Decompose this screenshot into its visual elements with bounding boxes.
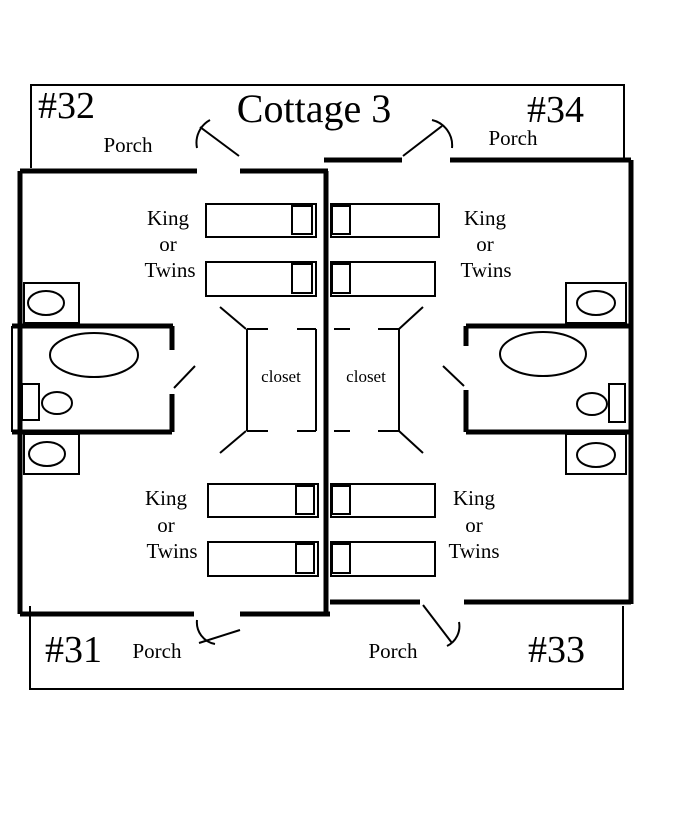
tub-icon: [499, 331, 587, 377]
bed-label-line: or: [159, 232, 177, 256]
tub-icon: [49, 332, 139, 378]
toilet-icon: [41, 391, 73, 415]
porch-label-33: Porch: [369, 639, 418, 663]
porch-label-34: Porch: [489, 126, 538, 150]
bed-label-line: Twins: [448, 539, 499, 563]
closet-left: [219, 306, 317, 454]
sink-basin-icon: [28, 441, 66, 467]
bed-label-33: King or Twins: [448, 486, 499, 563]
exterior-walls: [17, 157, 634, 617]
bed-label-32: King or Twins: [144, 206, 195, 282]
pillow-icon: [331, 485, 351, 515]
closet-label-right: closet: [346, 367, 386, 386]
bed-label-line: Twins: [144, 258, 195, 282]
bed-label-line: or: [157, 513, 175, 537]
sink-basin-icon: [576, 442, 616, 468]
bed-label-line: King: [464, 206, 507, 230]
cottage-title: Cottage 3: [237, 86, 391, 131]
closet-right: [334, 306, 424, 454]
unit-number-31: #31: [45, 629, 102, 671]
beds: [205, 203, 440, 577]
bed-label-line: Twins: [460, 258, 511, 282]
bed-label-line: King: [453, 486, 496, 510]
pillow-icon: [331, 543, 351, 574]
toilet-tank-icon: [608, 383, 626, 423]
pillow-icon: [291, 263, 313, 294]
sink-basin-icon: [27, 290, 65, 316]
unit-number-32: #32: [38, 85, 95, 127]
unit-number-34: #34: [527, 89, 584, 131]
pillow-icon: [295, 485, 315, 515]
bed-label-line: King: [147, 206, 190, 230]
bed-label-line: or: [465, 513, 483, 537]
bathroom-left: [11, 282, 196, 475]
bed-label-31: King or Twins: [145, 486, 198, 563]
sink-basin-icon: [576, 290, 616, 316]
bathroom-right: [442, 282, 631, 475]
pillow-icon: [291, 205, 313, 235]
pillow-icon: [331, 205, 351, 235]
pillow-icon: [295, 543, 315, 574]
bed-label-line: Twins: [146, 539, 197, 563]
bed-label-34: King or Twins: [460, 206, 511, 282]
porch-outlines: [29, 84, 625, 690]
bed-label-line: or: [476, 232, 494, 256]
toilet-icon: [576, 392, 608, 416]
porch-label-31: Porch: [133, 639, 182, 663]
closet-label-left: closet: [261, 367, 301, 386]
unit-number-33: #33: [528, 629, 585, 671]
pillow-icon: [331, 263, 351, 294]
entry-doors: [195, 119, 461, 647]
toilet-tank-icon: [21, 383, 40, 421]
bed-label-line: King: [145, 486, 188, 510]
porch-label-32: Porch: [104, 133, 153, 157]
